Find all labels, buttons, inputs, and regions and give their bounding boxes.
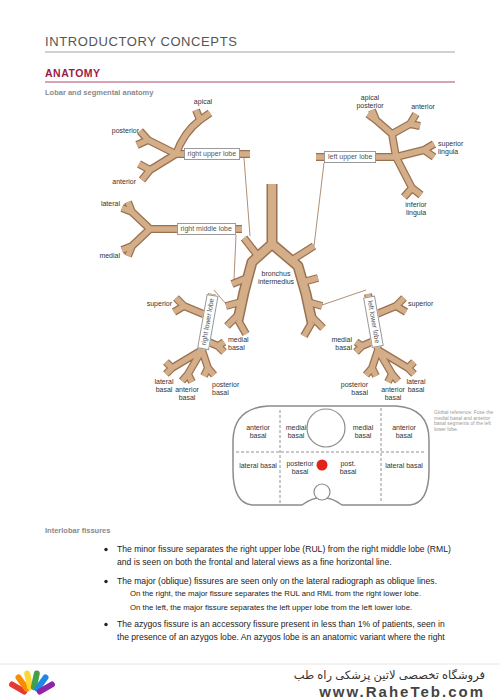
- section-label: post. basal: [336, 460, 360, 475]
- footer-rule: [0, 664, 500, 665]
- subsection-heading: Lobar and segmental anatomy: [45, 89, 345, 97]
- section-label: lateral basal: [238, 462, 278, 470]
- segment-label: medial basal: [322, 336, 352, 351]
- segment-label: superior lingula: [438, 140, 478, 155]
- lobe-name: right lower lobe: [199, 298, 214, 346]
- bronchus-fill: [122, 110, 434, 336]
- header-rule: [45, 52, 455, 53]
- section-label: medial basal: [283, 424, 309, 439]
- leader-line: [322, 290, 366, 305]
- shop-logo: [8, 670, 56, 696]
- aorta-dot: [317, 460, 328, 471]
- footer-url: www.RaheTeb.com: [200, 683, 485, 700]
- lobe-box: right upper lobe: [184, 148, 241, 160]
- section-label: posterior basal: [284, 460, 316, 475]
- lobe-name: right upper lobe: [188, 150, 237, 157]
- subsection-heading: Interlobar fissures: [45, 527, 345, 535]
- segment-label: medial basal: [228, 336, 258, 351]
- segment-label: superior: [408, 300, 440, 308]
- sub-bullet-text: On the left, the major fissure separates…: [130, 604, 455, 613]
- divider-line: [381, 408, 382, 503]
- bronchus-outline: [122, 110, 434, 336]
- segment-label: posterior: [103, 127, 139, 135]
- spine-outline: [314, 484, 330, 500]
- segment-label: medial: [88, 252, 120, 260]
- logo-petal: [36, 680, 56, 695]
- bronchus-label: bronchus intermedius: [254, 270, 298, 285]
- chest-section-outline: [233, 406, 429, 505]
- leader-lines: [214, 158, 366, 305]
- lobe-box: right middle lobe: [177, 223, 236, 235]
- heart-outline: [307, 409, 345, 447]
- leader-line: [234, 235, 236, 280]
- bullet-dot: [104, 548, 107, 551]
- section-label: anterior basal: [238, 424, 278, 439]
- footer-shop-name: فروشگاه تخصصی لاتین پزشکی راه طب: [200, 669, 485, 683]
- bullet-dot: [104, 580, 107, 583]
- bronchus-outline: [356, 294, 414, 382]
- lobe-name: left upper lobe: [328, 153, 372, 160]
- bronchus-fill: [356, 294, 414, 382]
- segment-label: anterior: [100, 178, 136, 186]
- section-rule: [45, 82, 455, 83]
- segment-label: anterior basal: [378, 386, 408, 401]
- bullet-dot: [104, 623, 107, 626]
- segment-label: superior: [140, 300, 172, 308]
- divider-line: [280, 410, 281, 503]
- sub-bullet-text: On the right, the major fissure separate…: [130, 590, 455, 599]
- segment-label: posterior basal: [336, 381, 368, 396]
- leader-line: [244, 158, 250, 236]
- segment-label: lateral basal: [150, 378, 178, 393]
- bronchus-outline: [166, 294, 224, 382]
- section-label: medial basal: [348, 424, 378, 439]
- bullet-text: The major (oblique) fissures are seen on…: [117, 575, 457, 588]
- lobe-name: right middle lobe: [181, 225, 232, 232]
- lobe-box: left upper lobe: [324, 151, 376, 163]
- leader-line: [314, 163, 324, 246]
- bullet-text: The azygos fissure is an accessory fissu…: [117, 618, 457, 644]
- segment-label: apical posterior: [352, 94, 388, 109]
- segment-label: lateral: [88, 200, 120, 208]
- segment-label: anterior basal: [172, 386, 202, 401]
- segment-label: anterior: [408, 103, 438, 111]
- lobe-name: left lower lobe: [366, 300, 380, 344]
- segment-label: inferior lingula: [396, 201, 436, 216]
- running-header: INTRODUCTORY CONCEPTS: [45, 34, 455, 50]
- section-label: lateral basal: [384, 462, 424, 470]
- section-heading: ANATOMY: [45, 67, 101, 79]
- section-label: anterior basal: [384, 424, 424, 439]
- segment-label: posterior basal: [212, 381, 244, 396]
- segment-label: lateral basal: [402, 378, 430, 393]
- segment-label: apical: [186, 98, 220, 106]
- bullet-text: The minor fissure separates the right up…: [117, 543, 457, 569]
- segment-dividers: [236, 408, 426, 503]
- divider-line: [236, 452, 426, 453]
- bronchus-fill: [166, 294, 224, 382]
- side-note: Global reference: Fuse the medial basal …: [434, 410, 496, 432]
